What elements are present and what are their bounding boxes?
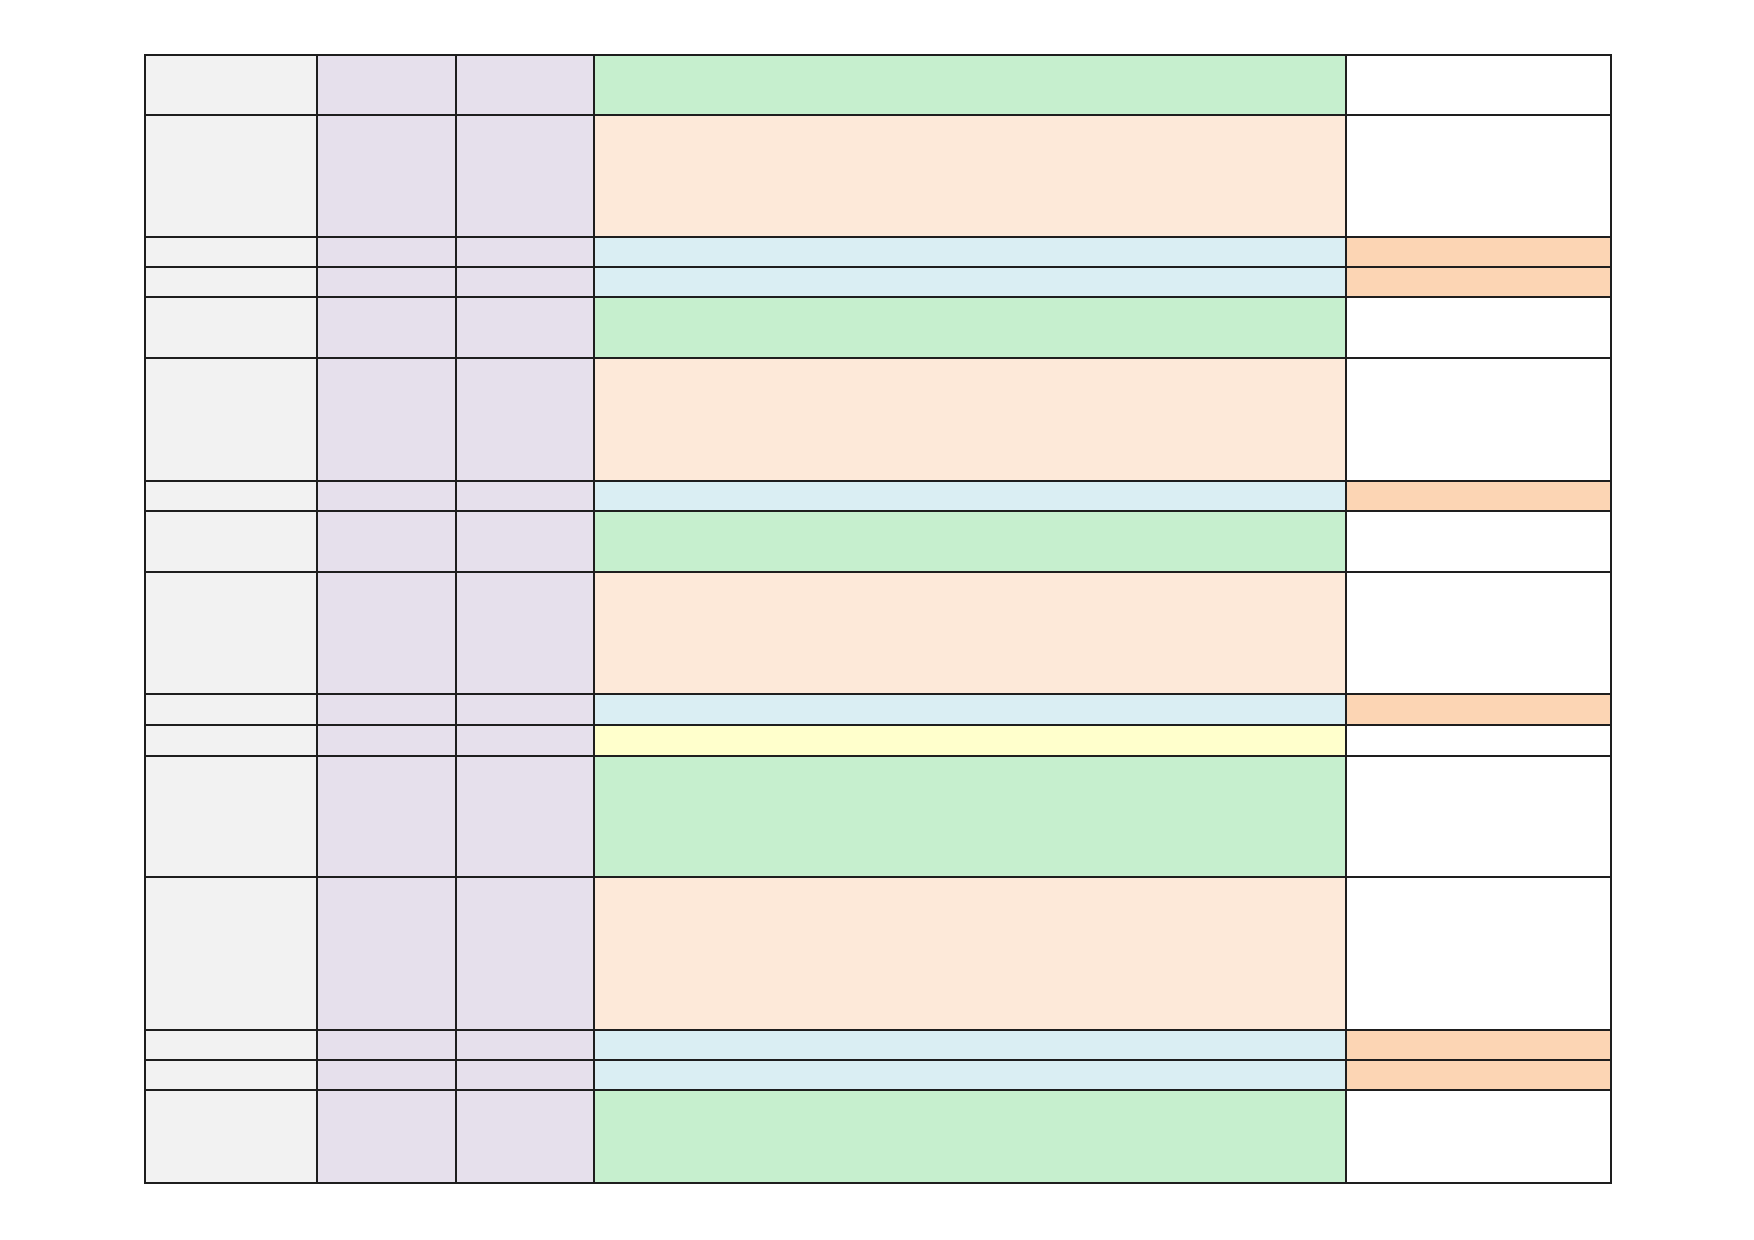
code-col-b-cell <box>457 757 595 878</box>
code-col-b-cell <box>457 238 595 268</box>
content-col-cell <box>595 238 1347 268</box>
label-col-cell <box>144 268 318 298</box>
side-col-cell <box>1347 238 1612 268</box>
code-col-a-cell <box>318 1061 457 1091</box>
code-col-b-cell <box>457 695 595 726</box>
side-col-cell <box>1347 1061 1612 1091</box>
label-col-cell <box>144 512 318 573</box>
label-col-cell <box>144 878 318 1031</box>
code-col-b-cell <box>457 268 595 298</box>
code-col-b-cell <box>457 298 595 359</box>
code-col-b-cell <box>457 1061 595 1091</box>
label-col-cell <box>144 1031 318 1061</box>
code-col-a-cell <box>318 54 457 116</box>
content-col-cell <box>595 482 1347 512</box>
code-col-a-cell <box>318 512 457 573</box>
content-col-cell <box>595 1031 1347 1061</box>
code-col-a-cell <box>318 116 457 238</box>
label-col-cell <box>144 1091 318 1184</box>
code-col-b-cell <box>457 116 595 238</box>
content-col-cell <box>595 359 1347 482</box>
code-col-b-cell <box>457 573 595 695</box>
code-col-a-cell <box>318 359 457 482</box>
code-col-b-cell <box>457 726 595 757</box>
side-col-cell <box>1347 1031 1612 1061</box>
label-col-cell <box>144 359 318 482</box>
side-col-cell <box>1347 359 1612 482</box>
side-col-cell <box>1347 573 1612 695</box>
label-col-cell <box>144 482 318 512</box>
code-col-a-cell <box>318 573 457 695</box>
label-col-cell <box>144 116 318 238</box>
label-col-cell <box>144 238 318 268</box>
side-col-cell <box>1347 512 1612 573</box>
content-col-cell <box>595 512 1347 573</box>
code-col-a-cell <box>318 1031 457 1061</box>
code-col-a-cell <box>318 238 457 268</box>
side-col-cell <box>1347 726 1612 757</box>
code-col-a-cell <box>318 482 457 512</box>
content-col-cell <box>595 573 1347 695</box>
label-col-cell <box>144 1061 318 1091</box>
content-col-cell <box>595 878 1347 1031</box>
code-col-a-cell <box>318 268 457 298</box>
code-col-a-cell <box>318 695 457 726</box>
label-col-cell <box>144 757 318 878</box>
code-col-a-cell <box>318 1091 457 1184</box>
code-col-b-cell <box>457 1091 595 1184</box>
content-col-cell <box>595 298 1347 359</box>
side-col-cell <box>1347 298 1612 359</box>
side-col-cell <box>1347 695 1612 726</box>
label-col-cell <box>144 298 318 359</box>
label-col-cell <box>144 54 318 116</box>
code-col-b-cell <box>457 1031 595 1061</box>
label-col-cell <box>144 726 318 757</box>
content-col-cell <box>595 695 1347 726</box>
label-col-cell <box>144 695 318 726</box>
color-grid-table <box>144 54 1612 1184</box>
side-col-cell <box>1347 757 1612 878</box>
code-col-a-cell <box>318 298 457 359</box>
side-col-cell <box>1347 54 1612 116</box>
side-col-cell <box>1347 878 1612 1031</box>
content-col-cell <box>595 757 1347 878</box>
code-col-b-cell <box>457 512 595 573</box>
content-col-cell <box>595 1091 1347 1184</box>
code-col-a-cell <box>318 757 457 878</box>
code-col-b-cell <box>457 482 595 512</box>
content-col-cell <box>595 1061 1347 1091</box>
code-col-b-cell <box>457 359 595 482</box>
code-col-b-cell <box>457 878 595 1031</box>
code-col-b-cell <box>457 54 595 116</box>
content-col-cell <box>595 54 1347 116</box>
side-col-cell <box>1347 1091 1612 1184</box>
content-col-cell <box>595 268 1347 298</box>
code-col-a-cell <box>318 878 457 1031</box>
code-col-a-cell <box>318 726 457 757</box>
content-col-cell <box>595 116 1347 238</box>
side-col-cell <box>1347 116 1612 238</box>
content-col-cell <box>595 726 1347 757</box>
side-col-cell <box>1347 482 1612 512</box>
label-col-cell <box>144 573 318 695</box>
side-col-cell <box>1347 268 1612 298</box>
